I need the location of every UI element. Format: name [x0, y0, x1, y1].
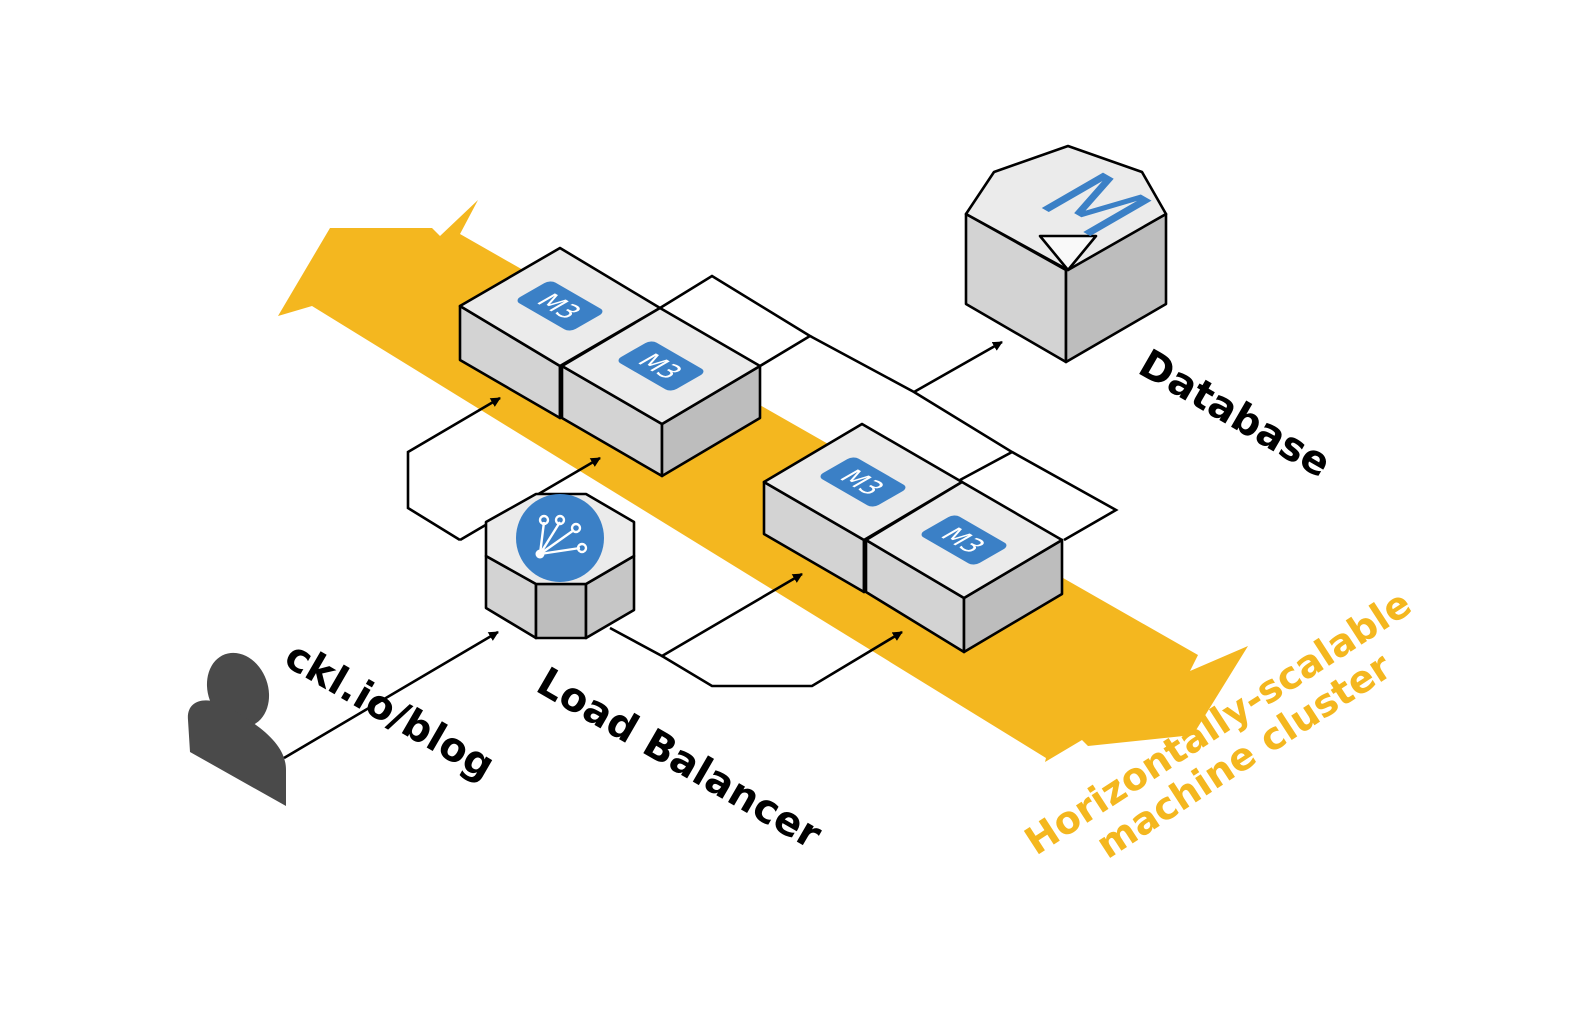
url-label: ckl.io/blog: [277, 633, 502, 790]
machine-node: M3: [864, 480, 1064, 654]
machine-icon: M3: [921, 515, 1007, 565]
machine-node: M3: [560, 306, 762, 478]
database-node: M: [964, 144, 1174, 364]
cluster-interconnect: [659, 274, 1119, 542]
load-balancer-node: [484, 492, 636, 640]
load-balancer-label: Load Balancer: [529, 659, 829, 859]
request-arrow: [283, 630, 499, 760]
user-icon: [187, 652, 286, 806]
load-balancer-icon: [516, 494, 604, 582]
database-label: Database: [1131, 341, 1338, 487]
